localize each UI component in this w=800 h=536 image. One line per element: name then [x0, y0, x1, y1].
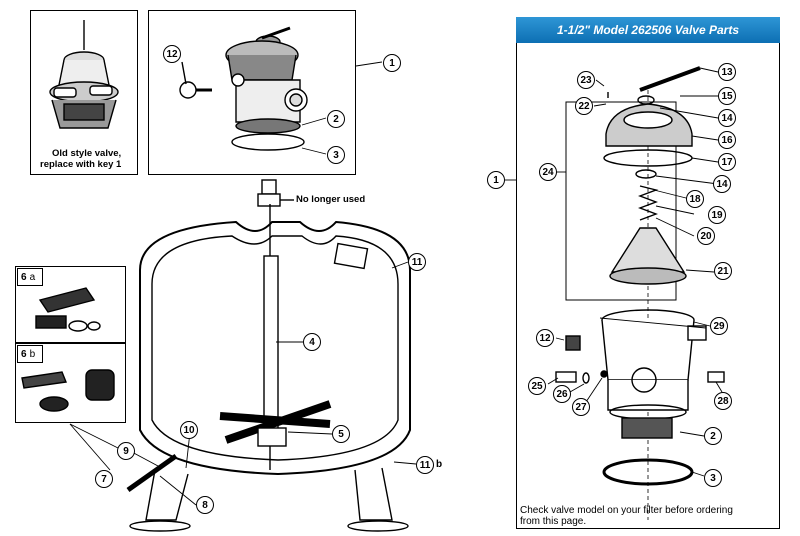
- part-6a-tag-letter: a: [29, 271, 36, 283]
- parts-callout-25: 25: [528, 377, 546, 395]
- parts-callout-24: 24: [539, 163, 557, 181]
- parts-callout-19: 19: [708, 206, 726, 224]
- filter-tank-drawing: [126, 204, 411, 532]
- part-6a-tag: 6 a: [17, 268, 43, 286]
- callout-2: 2: [327, 110, 345, 128]
- parts-callout-22: 22: [575, 97, 593, 115]
- callout-9: 9: [117, 442, 135, 460]
- parts-panel-title: 1-1/2" Model 262506 Valve Parts: [516, 17, 780, 43]
- valve-assembly-drawing: [179, 26, 308, 151]
- parts-callout-14a: 14: [718, 109, 736, 127]
- parts-callout-26: 26: [553, 385, 571, 403]
- callout-11b-suffix: b: [436, 459, 443, 470]
- callout-10: 10: [180, 421, 198, 439]
- part-6a-tag-number: 6: [21, 271, 27, 283]
- old-style-valve-drawing: [49, 20, 119, 129]
- parts-callout-23: 23: [577, 71, 595, 89]
- callout-11: 11: [408, 253, 426, 271]
- part-6b-tag-number: 6: [21, 348, 27, 360]
- callout-4: 4: [303, 333, 321, 351]
- callout-7: 7: [95, 470, 113, 488]
- callout-3: 3: [327, 146, 345, 164]
- parts-callout-14b: 14: [713, 175, 731, 193]
- part-6a-drawing: [35, 287, 101, 332]
- callout-11b: 11: [416, 456, 434, 474]
- old-valve-caption-line2: replace with key 1: [40, 159, 122, 170]
- parts-callout-27: 27: [572, 398, 590, 416]
- callout-5: 5: [332, 425, 350, 443]
- callout-1: 1: [383, 54, 401, 72]
- old-valve-caption-line1: Old style valve,: [52, 148, 122, 159]
- parts-callout-21: 21: [714, 262, 732, 280]
- callout-12: 12: [163, 45, 181, 63]
- part-6b-tag: 6 b: [17, 345, 43, 363]
- parts-callout-3: 3: [704, 469, 722, 487]
- parts-callout-29: 29: [710, 317, 728, 335]
- parts-callout-28: 28: [714, 392, 732, 410]
- parts-callout-17: 17: [718, 153, 736, 171]
- parts-callout-1: 1: [487, 171, 505, 189]
- footer-note: Check valve model on your filter before …: [520, 505, 770, 527]
- parts-callout-12: 12: [536, 329, 554, 347]
- part-6b-tag-letter: b: [29, 348, 36, 360]
- parts-callout-18: 18: [686, 190, 704, 208]
- parts-callout-15: 15: [718, 87, 736, 105]
- part-6b-drawing: [21, 369, 115, 412]
- parts-callout-20: 20: [697, 227, 715, 245]
- callout-8: 8: [196, 496, 214, 514]
- parts-callout-2: 2: [704, 427, 722, 445]
- parts-callout-13: 13: [718, 63, 736, 81]
- footer-note-line2: from this page.: [520, 516, 587, 527]
- parts-callout-16: 16: [718, 131, 736, 149]
- exploded-valve-drawing: [555, 66, 725, 520]
- footer-note-line1: Check valve model on your filter before …: [520, 505, 733, 516]
- no-longer-used-label: No longer used: [296, 194, 366, 205]
